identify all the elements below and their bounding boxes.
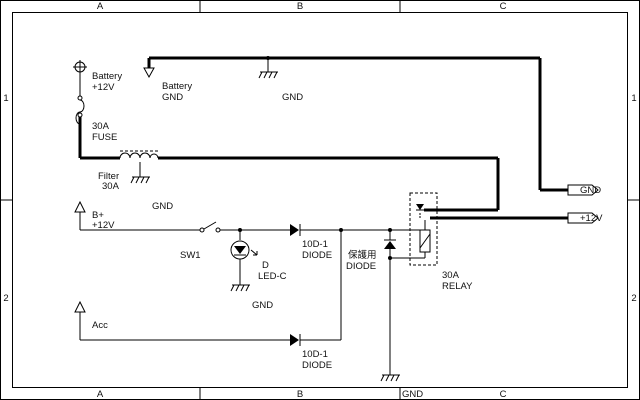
label-relay-1: 30A	[442, 270, 460, 281]
protection-diode	[384, 239, 396, 249]
label-acc: Acc	[92, 320, 108, 331]
label-sw1: SW1	[180, 250, 201, 261]
label-battery-gnd-1: Battery	[162, 81, 192, 92]
battery-gnd-terminal	[143, 67, 155, 79]
acc-terminal	[74, 300, 86, 313]
led-symbol	[230, 240, 258, 260]
label-fuse-1: 30A	[92, 121, 110, 132]
row-label-1-right: 1	[631, 93, 636, 104]
label-relay-2: RELAY	[442, 281, 473, 292]
label-protect-2: DIODE	[346, 261, 376, 272]
label-diode1-1: 10D-1	[302, 239, 328, 250]
port-gnd	[567, 184, 599, 196]
label-led-1: D	[262, 260, 269, 271]
label-gnd-led: GND	[252, 300, 273, 311]
label-gnd-filter: GND	[152, 201, 173, 212]
label-gnd-bottom: GND	[402, 389, 423, 400]
label-diode2-1: 10D-1	[302, 349, 328, 360]
label-fuse-2: FUSE	[92, 132, 117, 143]
ground-symbol-top	[258, 71, 278, 79]
sw1-switch	[199, 221, 221, 233]
relay-30a	[409, 192, 438, 266]
label-gnd-top: GND	[282, 92, 303, 103]
port-plus12v	[567, 212, 599, 224]
label-battery-plus-1: Battery	[92, 71, 122, 82]
label-battery-plus-2: +12V	[92, 82, 115, 93]
label-bplus-2: +12V	[92, 220, 115, 231]
label-filter-2: 30A	[102, 181, 120, 192]
ground-symbol-led	[230, 284, 250, 292]
label-protect-1: 保護用	[348, 249, 377, 261]
col-label-a-bottom: A	[97, 389, 104, 400]
label-led-2: LED-C	[258, 271, 287, 282]
battery-plus-terminal	[73, 60, 87, 74]
port-plus12v-label: +12V	[580, 213, 603, 224]
diode-2	[290, 334, 301, 346]
diode-1	[290, 224, 301, 236]
label-diode1-2: DIODE	[302, 250, 332, 261]
label-diode2-2: DIODE	[302, 360, 332, 371]
ground-symbol-filter	[130, 176, 150, 184]
port-gnd-label: GND	[580, 185, 601, 196]
col-label-b-bottom: B	[297, 389, 303, 400]
filter-inductor	[119, 150, 159, 177]
col-label-a-top: A	[97, 1, 104, 12]
row-label-2-right: 2	[631, 293, 636, 304]
bplus-terminal	[74, 200, 86, 213]
ground-symbol-bottom	[380, 374, 400, 382]
col-label-c-bottom: C	[500, 389, 507, 400]
label-bplus-1: B+	[92, 210, 104, 221]
row-label-2-left: 2	[3, 293, 8, 304]
label-battery-gnd-2: GND	[162, 92, 183, 103]
label-filter-1: Filter	[98, 171, 119, 182]
row-label-1-left: 1	[3, 93, 8, 104]
col-label-b-top: B	[297, 1, 303, 12]
col-label-c-top: C	[500, 1, 507, 12]
